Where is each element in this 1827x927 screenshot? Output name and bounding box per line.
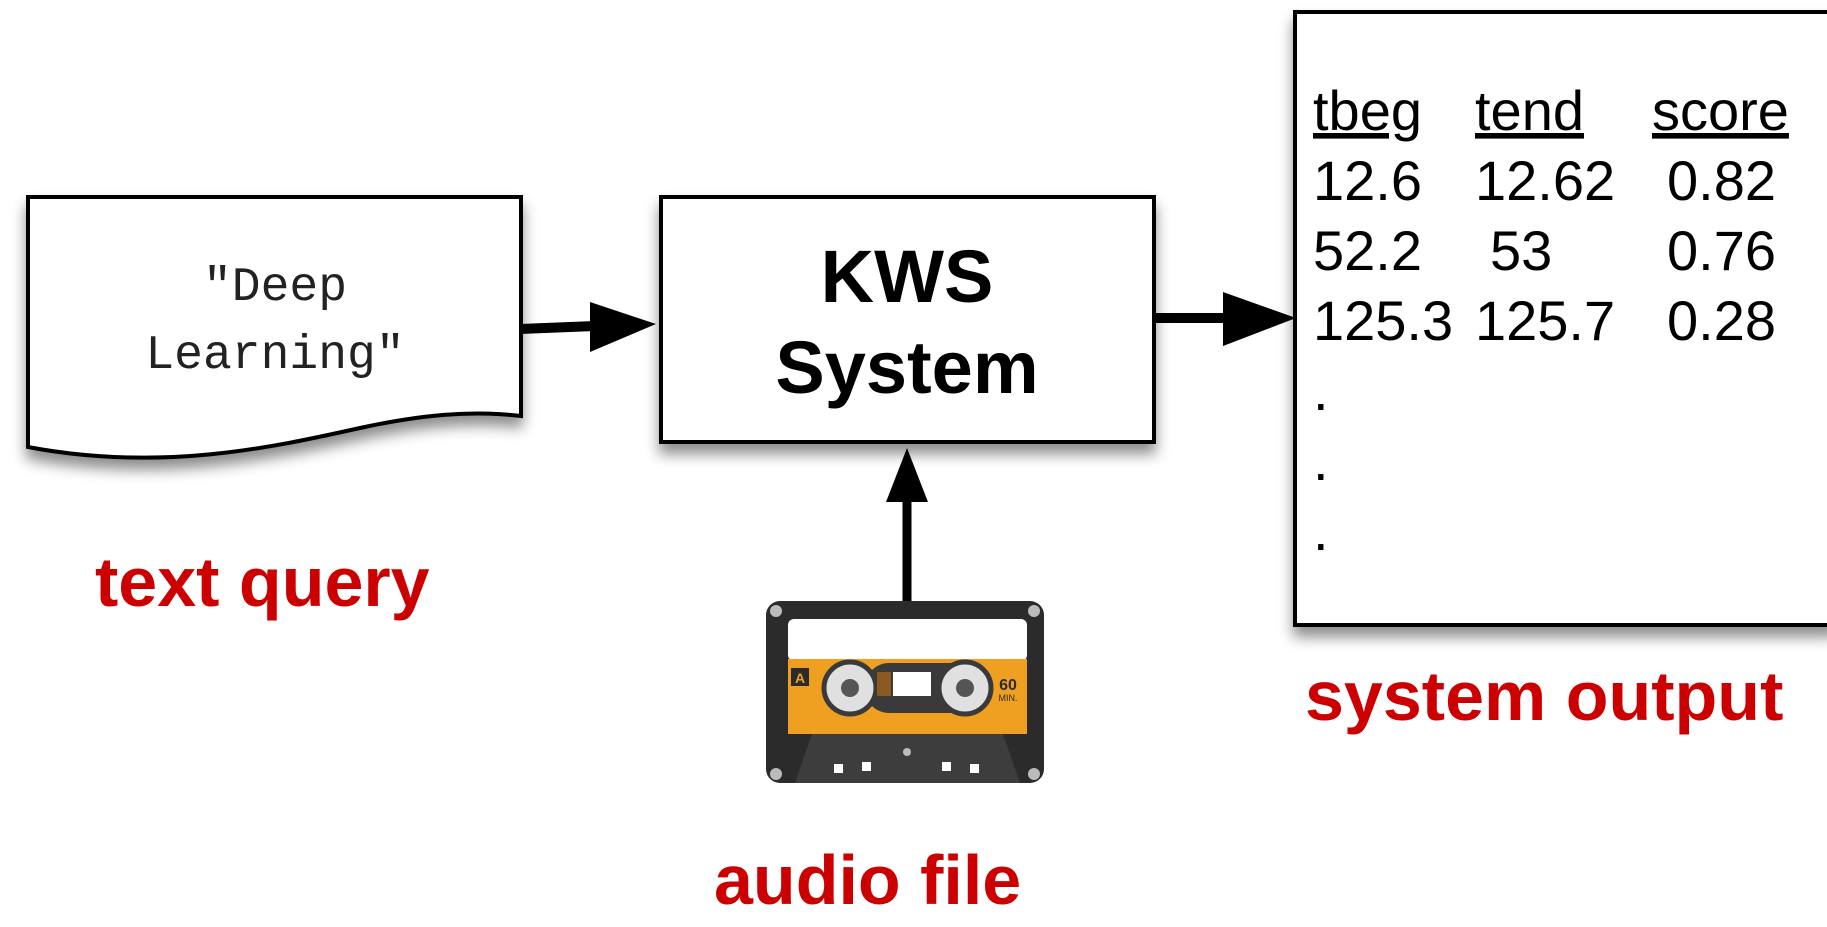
output-cell: 125.3 — [1313, 289, 1453, 352]
output-ellipsis: . — [1313, 359, 1329, 422]
kws-system-box: KWS System — [659, 195, 1156, 444]
output-header-tbeg: tbeg — [1313, 79, 1422, 142]
cassette-tape-icon: A 60 MIN. — [766, 601, 1044, 783]
text-query-label: text query — [95, 543, 430, 621]
query-document: "Deep Learning" — [26, 195, 523, 460]
system-output-label: system output — [1305, 657, 1783, 735]
output-header-tend: tend — [1475, 79, 1584, 142]
query-line-1: "Deep — [203, 261, 347, 315]
arrow-icon — [1153, 292, 1296, 346]
output-header-score: score — [1652, 79, 1789, 142]
audio-file-label: audio file — [714, 841, 1021, 919]
output-cell: 125.7 — [1475, 289, 1615, 352]
arrow-icon — [886, 448, 928, 606]
output-ellipsis: . — [1313, 429, 1329, 492]
cassette-length-unit: MIN. — [999, 693, 1018, 703]
kws-line-2: System — [775, 326, 1038, 409]
output-cell: 0.76 — [1667, 219, 1776, 282]
output-cell: 12.6 — [1313, 149, 1422, 212]
cassette-length-value: 60 — [999, 677, 1017, 694]
output-cell: 12.62 — [1475, 149, 1615, 212]
kws-line-1: KWS — [821, 235, 994, 318]
output-cell: 0.82 — [1667, 149, 1776, 212]
output-document: tbeg tend score 12.6 12.62 0.82 52.2 53 … — [1293, 10, 1827, 627]
output-ellipsis: . — [1313, 499, 1329, 562]
cassette-side-label: A — [795, 670, 805, 686]
output-cell: 52.2 — [1313, 219, 1422, 282]
arrow-icon — [519, 302, 656, 352]
output-cell: 0.28 — [1667, 289, 1776, 352]
output-cell: 53 — [1490, 219, 1552, 282]
query-line-2: Learning" — [145, 329, 404, 383]
